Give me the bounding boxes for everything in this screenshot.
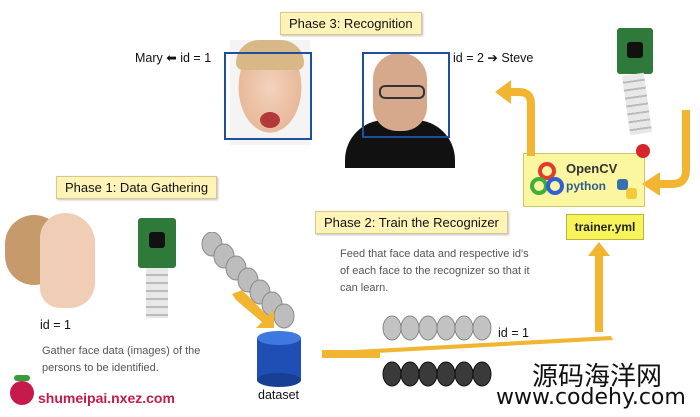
pin-icon [636,144,650,158]
site-branding: shumeipai.nxez.com [38,390,175,406]
gathering-id-label: id = 1 [40,318,71,332]
mary-hair [236,40,304,70]
opencv-rings-icon [530,162,564,195]
arrow-to-training-icon [322,350,380,358]
trainer-file-box: trainer.yml [566,214,644,240]
training-faces-grid [382,315,492,387]
mary-mouth [260,112,280,128]
steve-name: Steve [501,51,534,65]
arrow-to-dataset-icon [232,290,274,328]
dataset-label: dataset [258,388,300,402]
training-face-12 [472,361,492,387]
recognition-left-label: Mary ⬅ id = 1 [135,50,211,65]
mary-name: Mary [135,51,163,65]
python-text: python [566,179,606,193]
trainer-file-label: trainer.yml [574,220,636,234]
training-face-6 [472,315,492,341]
mary-detection-box [224,52,312,140]
raspberry-leaf [14,375,30,381]
camera-module-top-icon [617,28,653,74]
mary-id: id = 1 [180,51,212,65]
arrow-to-trainer-icon [588,242,610,332]
raspberry-logo-icon [8,375,36,405]
face-cascade [201,232,295,329]
recognition-right-label: id = 2 ➔ Steve [453,50,533,65]
raspberry-body [10,381,34,405]
camera-top-lens [627,42,643,58]
film-strip [146,268,168,318]
training-id-label: id = 1 [498,326,529,340]
watermark-url: www.codehy.com [496,385,686,410]
arrow-camera-to-opencv-icon [642,110,690,196]
steve-head [373,53,427,131]
steve-face-photo [345,45,455,168]
watermark-chinese: 源码海洋网 [532,362,663,392]
arrow-right-icon: ➔ [487,51,498,65]
phase3-label: Phase 3: Recognition [280,12,422,35]
training-note: Feed that face data and respective id's … [340,248,530,294]
camera-lens [149,232,165,248]
training-shelf [355,336,613,354]
opencv-text: OpenCV [566,161,618,176]
steve-detection-box [362,52,450,138]
steve-glasses [379,85,425,99]
dataset-cylinder-icon [257,331,301,387]
arrow-opencv-to-recognition-icon [495,80,535,156]
arrow-left-icon: ⬅ [166,51,177,65]
steve-id: id = 2 [453,51,484,65]
profile-face [40,213,95,308]
phase2-label: Phase 2: Train the Recognizer [315,211,508,234]
opencv-logo-box: OpenCV python [523,153,645,207]
camera-module-icon [138,218,176,268]
mary-face-photo [230,40,310,145]
gathering-note: Gather face data (images) of the persons… [42,345,201,374]
profile-face-photo [5,205,100,315]
python-logo-icon [617,179,637,199]
phase1-label: Phase 1: Data Gathering [56,176,218,199]
